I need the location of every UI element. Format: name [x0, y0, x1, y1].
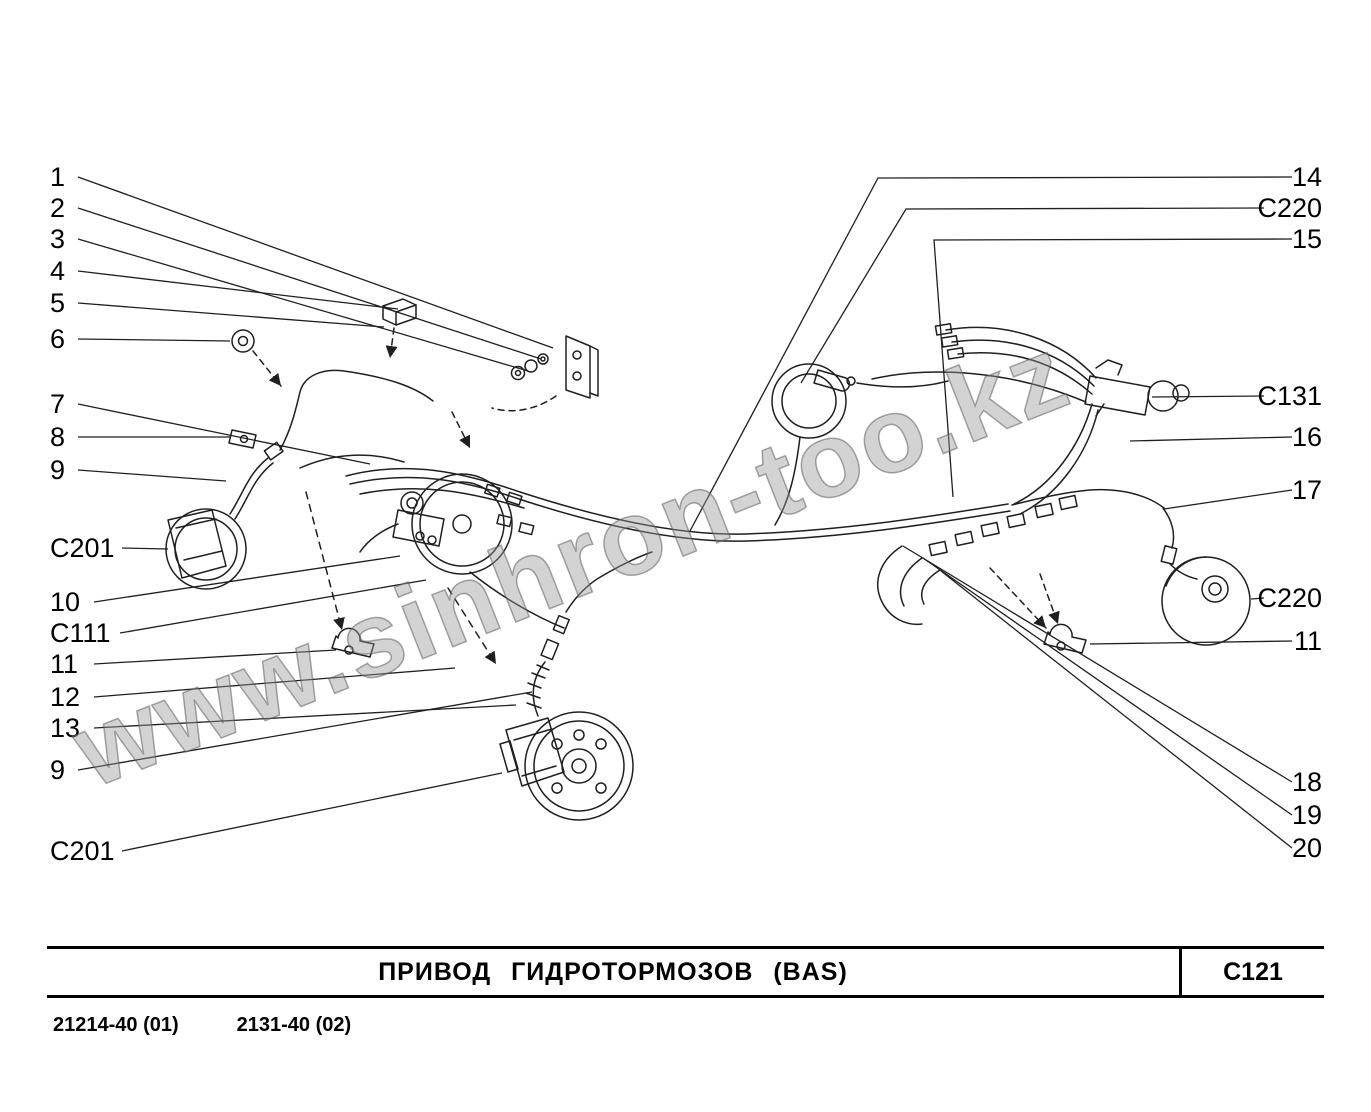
callout-c201: C201	[50, 533, 115, 563]
callout-16: 16	[1291, 422, 1322, 452]
callout-18: 18	[1291, 767, 1322, 797]
callout-13: 13	[50, 713, 81, 743]
leader-lines	[77, 176, 1293, 852]
callout-20: 20	[1291, 833, 1322, 863]
pipe-clip	[382, 298, 417, 326]
vacuum-booster	[411, 473, 513, 575]
callout-5: 5	[50, 288, 66, 318]
diagram-code: C121	[1179, 949, 1324, 995]
callout-7: 7	[50, 389, 66, 419]
callout-17: 17	[1291, 475, 1322, 505]
callout-10: 10	[50, 587, 81, 617]
front-hub-disc	[524, 711, 634, 821]
front-left-caliper	[167, 509, 227, 579]
front-left-disc	[165, 508, 247, 590]
callout-14: 14	[1291, 162, 1322, 192]
rear-drum-left	[771, 363, 847, 439]
model-codes: 21214-40 (01) 2131-40 (02)	[53, 1014, 351, 1037]
front-hub-hose	[532, 661, 546, 717]
callout-c131: C131	[1257, 381, 1322, 411]
callout-c201-b: C201	[50, 836, 115, 866]
callout-11-b: 11	[1293, 626, 1322, 656]
reservoir-cap	[400, 491, 424, 515]
callout-c111: C111	[50, 618, 111, 648]
pipe-clamp	[1043, 623, 1087, 654]
callout-11: 11	[50, 649, 79, 679]
callout-12: 12	[50, 682, 81, 712]
callout-6: 6	[50, 324, 66, 354]
pipe-clamp	[331, 627, 375, 658]
callout-2: 2	[50, 193, 66, 223]
model-code-1: 21214-40 (01)	[53, 1014, 179, 1036]
callout-9-b: 9	[50, 755, 66, 785]
grommet	[231, 329, 255, 353]
callout-9: 9	[50, 455, 66, 485]
callout-4: 4	[50, 256, 66, 286]
brake-system-drawing	[165, 298, 1251, 821]
diagram-title: ПРИВОД ГИДРОТОРМОЗОВ (BAS)	[378, 957, 848, 986]
callout-c220: C220	[1257, 193, 1322, 223]
master-cylinder	[392, 509, 445, 547]
brake-pipe-main	[345, 467, 1009, 535]
front-hub-caliper	[505, 717, 565, 787]
callout-1: 1	[50, 162, 66, 192]
washer	[510, 365, 526, 381]
callout-15: 15	[1291, 224, 1322, 254]
wheel-cylinder	[813, 369, 851, 392]
mount-bracket	[565, 335, 591, 399]
nut	[537, 353, 549, 365]
callout-3: 3	[50, 224, 66, 254]
front-left-hose	[229, 457, 269, 515]
title-bar: ПРИВОД ГИДРОТОРМОЗОВ (BAS) C121	[47, 946, 1324, 998]
callout-8: 8	[50, 422, 66, 452]
washer	[524, 359, 538, 373]
callout-c220-b: C220	[1257, 583, 1322, 613]
model-code-2: 2131-40 (02)	[236, 1014, 352, 1036]
hose-bracket	[228, 429, 257, 449]
callout-19: 19	[1291, 800, 1322, 830]
pressure-regulator	[1084, 375, 1151, 416]
